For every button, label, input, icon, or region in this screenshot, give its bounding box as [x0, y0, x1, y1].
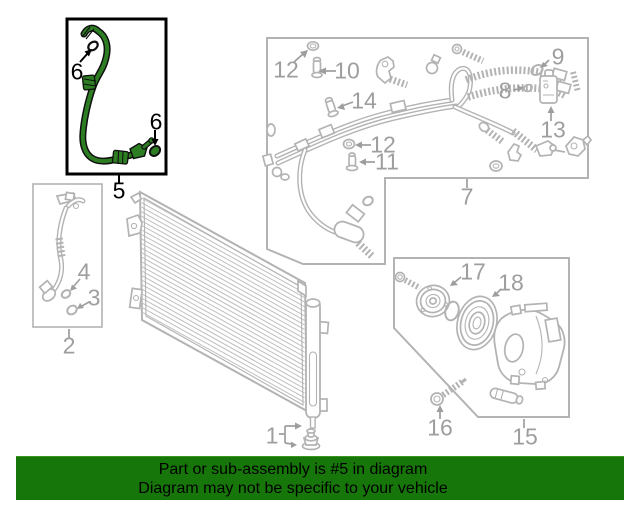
condenser-core-border [143, 197, 304, 406]
liquid-line-drawing [38, 191, 86, 302]
ac-hose-5-highlighted [79, 24, 155, 165]
fitting-cylinder [489, 387, 524, 405]
callout-15: 15 [512, 423, 538, 450]
callout-leaders [68, 49, 555, 448]
callout-4: 4 [77, 258, 91, 285]
compressor-body [493, 302, 566, 391]
leader-3 [81, 301, 90, 307]
liquid-line-box-2 [32, 183, 103, 328]
ac-lines-box-7 [261, 37, 593, 265]
callout-6b: 6 [149, 108, 163, 135]
snap-ring [444, 300, 460, 322]
compressor-box-15 [393, 257, 570, 418]
callout-12a: 12 [273, 56, 299, 83]
ac-pipe-pair [274, 97, 459, 166]
callout-8: 8 [498, 77, 512, 104]
receiver-drier [297, 279, 321, 429]
edge-fittings [261, 123, 290, 181]
hanger-bracket [375, 56, 409, 89]
callout-11: 11 [375, 148, 399, 175]
callout-9: 9 [551, 43, 565, 70]
callout-5: 5 [112, 177, 126, 204]
mount-bolt-small [394, 271, 422, 291]
leader-17 [454, 276, 462, 283]
mount-bolt-16 [430, 377, 467, 406]
callout-17: 17 [460, 258, 486, 285]
highlighted-part-box-5 [65, 17, 168, 176]
highlight-banner: Part or sub-assembly is #5 in diagram Di… [16, 456, 624, 500]
oring-3 [66, 304, 78, 316]
branch-line [452, 104, 593, 157]
banner-line-1: Part or sub-assembly is #5 in diagram [158, 461, 428, 478]
washer-ring [489, 160, 503, 172]
callout-10: 10 [334, 57, 360, 84]
bolt-top [451, 43, 485, 64]
leader-6a [79, 52, 89, 63]
oring-6-top [87, 40, 99, 52]
oring-8 [523, 83, 533, 93]
pulley-18 [456, 295, 498, 351]
callout-3: 3 [87, 284, 101, 311]
service-cap-12a [306, 40, 320, 52]
leader-14 [341, 101, 354, 107]
callout-6a: 6 [70, 58, 84, 85]
callout-2: 2 [62, 332, 76, 359]
condenser-brackets [126, 191, 330, 412]
suction-hose-muffler [297, 147, 376, 260]
pipe-loop [448, 65, 473, 109]
callout-1: 1 [265, 422, 279, 449]
callout-18: 18 [498, 269, 524, 296]
clip-bracket [507, 142, 523, 162]
sensor-bolt [478, 121, 506, 145]
service-valve-11 [345, 152, 359, 172]
leader-12a [293, 53, 304, 63]
callout-13: 13 [540, 116, 566, 143]
leader-1 [279, 422, 302, 448]
oring-4 [60, 289, 72, 299]
callout-12b: 12 [370, 131, 396, 158]
leader-18 [496, 288, 502, 294]
condenser-grommet-1 [301, 428, 321, 451]
banner-line-2: Diagram may not be specific to your vehi… [138, 480, 448, 497]
clutch-plate-17 [415, 284, 451, 318]
service-valve-14 [324, 96, 339, 118]
grommet-12b [342, 138, 356, 150]
expansion-valve-13 [539, 69, 558, 104]
condenser [126, 190, 330, 451]
callout-7: 7 [460, 183, 474, 210]
service-valve-10 [311, 56, 323, 79]
clamp-small [425, 53, 442, 75]
callout-16: 16 [427, 414, 453, 441]
callout-14: 14 [351, 87, 377, 114]
oring-6-bottom [148, 145, 162, 157]
leader-4 [73, 278, 81, 287]
